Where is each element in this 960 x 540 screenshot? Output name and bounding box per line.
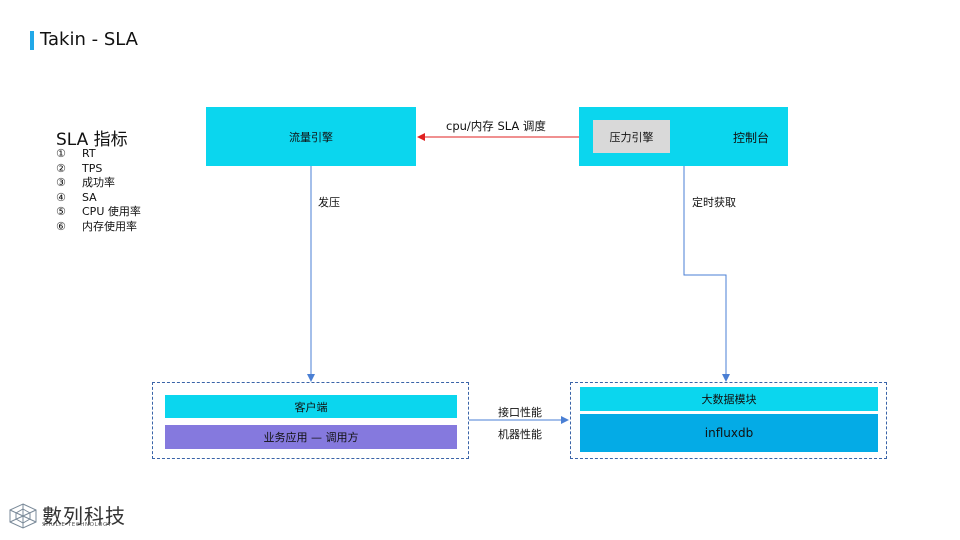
client-label: 客户端 bbox=[294, 400, 328, 414]
edge-label-interface: 接口性能 bbox=[498, 406, 542, 419]
pressure-engine-node: 压力引擎 bbox=[593, 120, 670, 153]
bigdata-module-label: 大数据模块 bbox=[701, 393, 757, 406]
bigdata-module-node: 大数据模块 bbox=[580, 387, 878, 411]
client-node: 客户端 bbox=[165, 395, 457, 418]
influxdb-label: influxdb bbox=[704, 426, 754, 440]
business-app-node: 业务应用 — 调用方 bbox=[165, 425, 457, 449]
edge-label-machine: 机器性能 bbox=[498, 428, 542, 441]
edge-fetch-arrow bbox=[683, 166, 730, 382]
company-logo-icon bbox=[9, 503, 37, 529]
traffic-engine-label: 流量引擎 bbox=[289, 130, 333, 144]
console-label: 控制台 bbox=[733, 131, 770, 145]
data-group bbox=[570, 382, 887, 459]
edge-label-pressure: 发压 bbox=[318, 196, 340, 209]
influxdb-node: influxdb bbox=[580, 414, 878, 452]
logo-name-en: SHULIE TECHNOLOGY bbox=[42, 522, 112, 528]
business-app-label: 业务应用 — 调用方 bbox=[263, 431, 359, 444]
slide-title: Takin - SLA bbox=[40, 29, 138, 50]
pressure-engine-label: 压力引擎 bbox=[609, 130, 654, 144]
traffic-engine-node: 流量引擎 bbox=[206, 107, 416, 166]
title-accent-bar bbox=[30, 31, 34, 50]
edge-label-fetch: 定时获取 bbox=[692, 196, 736, 209]
sla-heading: SLA 指标 bbox=[56, 130, 128, 150]
app-group bbox=[152, 382, 469, 459]
edge-label-schedule: cpu/内存 SLA 调度 bbox=[446, 119, 546, 133]
logo-name-cn: 數列科技 bbox=[42, 504, 126, 528]
